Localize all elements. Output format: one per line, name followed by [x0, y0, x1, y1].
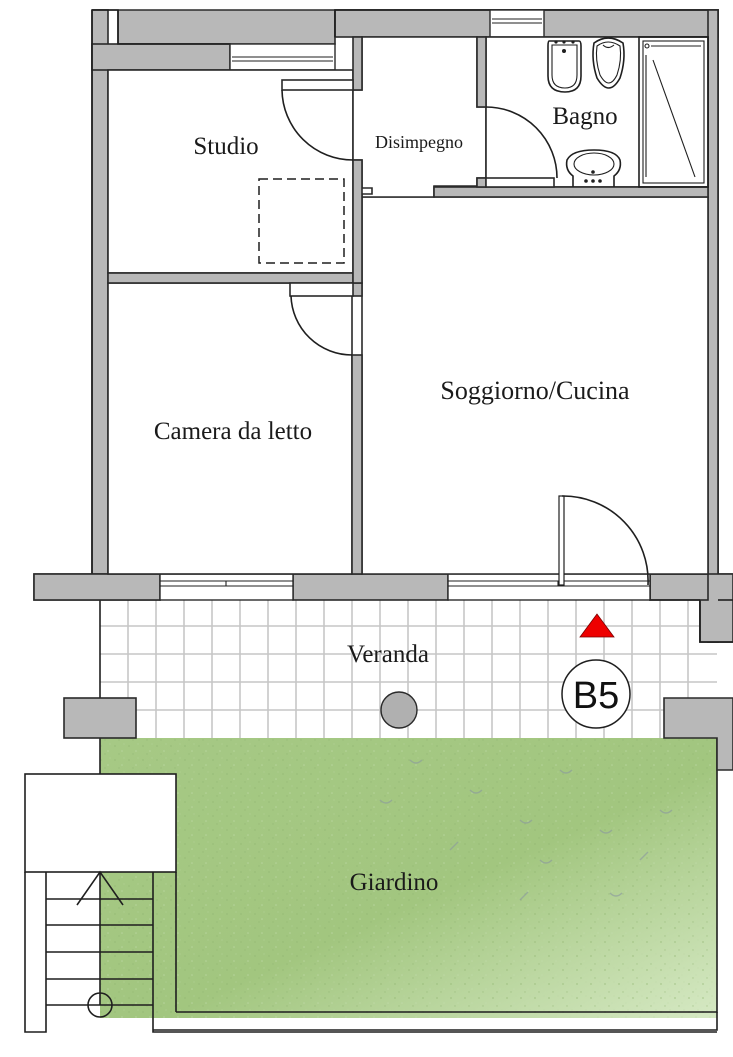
wall-disimpegno-bagno [476, 36, 487, 108]
arrow-up-icon [76, 870, 124, 906]
door-entrance [558, 495, 649, 586]
wall-bagno-soggiorno [433, 186, 709, 198]
label-camera-da-letto: Camera da letto [154, 418, 312, 445]
wall-bottom-right [649, 573, 709, 601]
window-soggiorno [447, 573, 651, 601]
window-studio [229, 43, 336, 71]
garden-border [153, 1012, 718, 1031]
washbasin-icon [565, 149, 622, 187]
wall-camera-soggiorno [351, 354, 363, 575]
label-veranda: Veranda [347, 641, 429, 668]
pillar-left [63, 697, 137, 739]
column-circle [380, 691, 418, 729]
unit-badge-circle [561, 659, 631, 729]
wall-right [707, 9, 719, 643]
window-bagno [489, 9, 545, 38]
room-disimpegno [352, 36, 487, 198]
wall-left [91, 9, 109, 575]
label-bagno: Bagno [552, 103, 617, 130]
wall-bottom-left [33, 573, 161, 601]
toilet-icon [592, 37, 625, 89]
wall-bottom-middle [292, 573, 449, 601]
room-studio [107, 69, 354, 274]
door-bagno [485, 106, 558, 179]
unit-badge: B5 [573, 675, 619, 717]
stair-start-circle-icon [87, 992, 113, 1018]
staircase [24, 773, 717, 1033]
grass-texture [379, 759, 673, 901]
entrance-triangle-icon [579, 613, 615, 638]
wall-top-studio [91, 43, 231, 71]
door-camera [290, 295, 353, 356]
bidet-icon [547, 40, 582, 93]
pillar-right [663, 697, 733, 771]
wall-studio-disimpegno [352, 159, 363, 284]
wall-studio-camera [107, 272, 354, 284]
garden-area [99, 738, 718, 1018]
label-disimpegno: Disimpegno [375, 132, 463, 152]
room-camera [107, 282, 353, 575]
label-studio: Studio [193, 133, 258, 160]
label-giardino: Giardino [350, 869, 439, 896]
window-camera [159, 573, 294, 601]
shower-icon [638, 36, 709, 188]
dashed-square-icon [258, 178, 345, 264]
label-soggiorno-cucina: Soggiorno/Cucina [440, 376, 630, 405]
door-studio [281, 89, 354, 161]
